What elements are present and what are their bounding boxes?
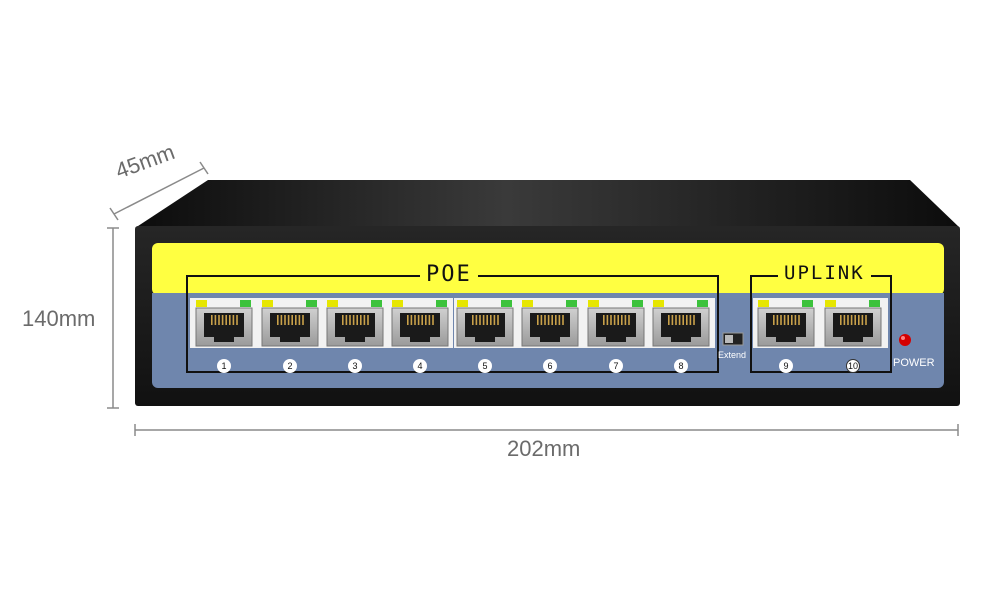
power-label: POWER xyxy=(893,357,935,369)
activity-led-icon xyxy=(501,300,512,307)
height-dimension-line xyxy=(107,227,119,409)
link-led-icon xyxy=(522,300,533,307)
port-number-5: 5 xyxy=(478,359,492,373)
power-led-icon xyxy=(899,334,911,346)
port-number-10: 10 xyxy=(846,359,860,373)
rj45-port-8[interactable] xyxy=(652,300,710,347)
port-number-4: 4 xyxy=(413,359,427,373)
rj45-port-4[interactable] xyxy=(391,300,449,347)
width-dimension-line xyxy=(134,424,959,436)
poe-label: POE xyxy=(420,262,478,287)
link-led-icon xyxy=(457,300,468,307)
activity-led-icon xyxy=(240,300,251,307)
activity-led-icon xyxy=(632,300,643,307)
link-led-icon xyxy=(327,300,338,307)
rj45-port-7[interactable] xyxy=(587,300,645,347)
port-number-8: 8 xyxy=(674,359,688,373)
link-led-icon xyxy=(825,300,836,307)
link-led-icon xyxy=(653,300,664,307)
port-number-3: 3 xyxy=(348,359,362,373)
link-led-icon xyxy=(262,300,273,307)
port-number-6: 6 xyxy=(543,359,557,373)
rj45-port-6[interactable] xyxy=(521,300,579,347)
rj45-port-2[interactable] xyxy=(261,300,319,347)
activity-led-icon xyxy=(802,300,813,307)
rj45-port-3[interactable] xyxy=(326,300,384,347)
uplink-label: UPLINK xyxy=(778,262,871,284)
activity-led-icon xyxy=(436,300,447,307)
activity-led-icon xyxy=(306,300,317,307)
activity-led-icon xyxy=(697,300,708,307)
activity-led-icon xyxy=(869,300,880,307)
depth-dimension-line xyxy=(109,161,209,221)
port-number-1: 1 xyxy=(217,359,231,373)
port-number-7: 7 xyxy=(609,359,623,373)
rj45-port-9[interactable] xyxy=(757,300,815,347)
activity-led-icon xyxy=(371,300,382,307)
link-led-icon xyxy=(196,300,207,307)
extend-label: Extend xyxy=(718,350,747,360)
rj45-port-5[interactable] xyxy=(456,300,514,347)
switch-top-surface xyxy=(135,180,960,228)
port-number-9: 9 xyxy=(779,359,793,373)
activity-led-icon xyxy=(566,300,577,307)
width-dimension-label: 202mm xyxy=(507,436,581,461)
port-number-2: 2 xyxy=(283,359,297,373)
front-panel-yellow xyxy=(152,243,944,295)
link-led-icon xyxy=(392,300,403,307)
rj45-port-1[interactable] xyxy=(195,300,253,347)
rj45-port-10[interactable] xyxy=(824,300,882,347)
link-led-icon xyxy=(588,300,599,307)
height-dimension-label: 140mm xyxy=(22,306,96,331)
link-led-icon xyxy=(758,300,769,307)
